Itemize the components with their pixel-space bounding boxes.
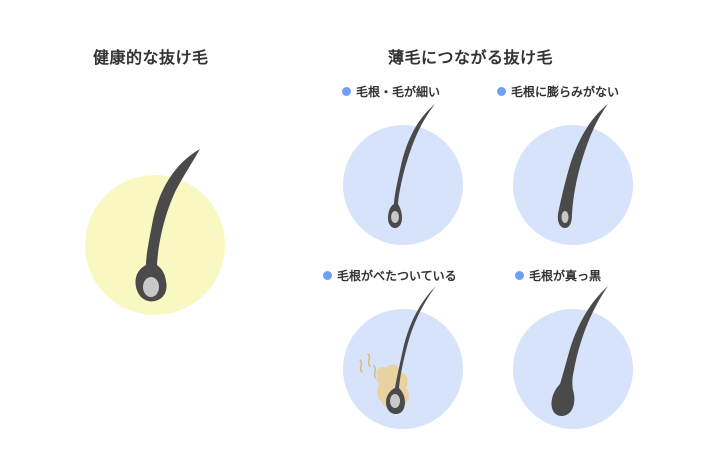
thin-root-scalp-circle — [343, 125, 463, 245]
label-thin-root: 毛根・毛が細い — [342, 83, 440, 100]
black-root-diagram — [513, 286, 633, 429]
healthy-hair-icon — [135, 149, 200, 302]
no-bulge-bulb-icon — [561, 211, 569, 223]
black-root-hair-icon — [551, 286, 608, 416]
label-black-root: 毛根が真っ黒 — [515, 267, 601, 284]
odor-lines-icon — [359, 353, 377, 379]
healthy-root-bulb-icon — [143, 277, 159, 297]
sticky-root-diagram — [343, 286, 463, 429]
sticky-root-hair-icon — [386, 286, 436, 414]
healthy-hair-diagram — [85, 149, 225, 315]
bullet-icon — [323, 271, 332, 280]
sticky-root-scalp-circle — [343, 309, 463, 429]
thin-root-bulb-icon — [391, 211, 399, 223]
bullet-icon — [342, 87, 351, 96]
bullet-icon — [497, 87, 506, 96]
label-no-bulge: 毛根に膨らみがない — [497, 83, 619, 100]
no-bulge-diagram — [513, 104, 633, 245]
healthy-title: 健康的な抜け毛 — [93, 48, 209, 67]
thinning-title: 薄毛につながる抜け毛 — [388, 48, 554, 67]
no-bulge-hair-icon — [557, 104, 608, 228]
bullet-icon — [515, 271, 524, 280]
label-sticky-root: 毛根がべたついている — [323, 267, 457, 284]
sticky-root-bulb-icon — [390, 394, 400, 408]
thin-root-diagram — [343, 104, 463, 245]
